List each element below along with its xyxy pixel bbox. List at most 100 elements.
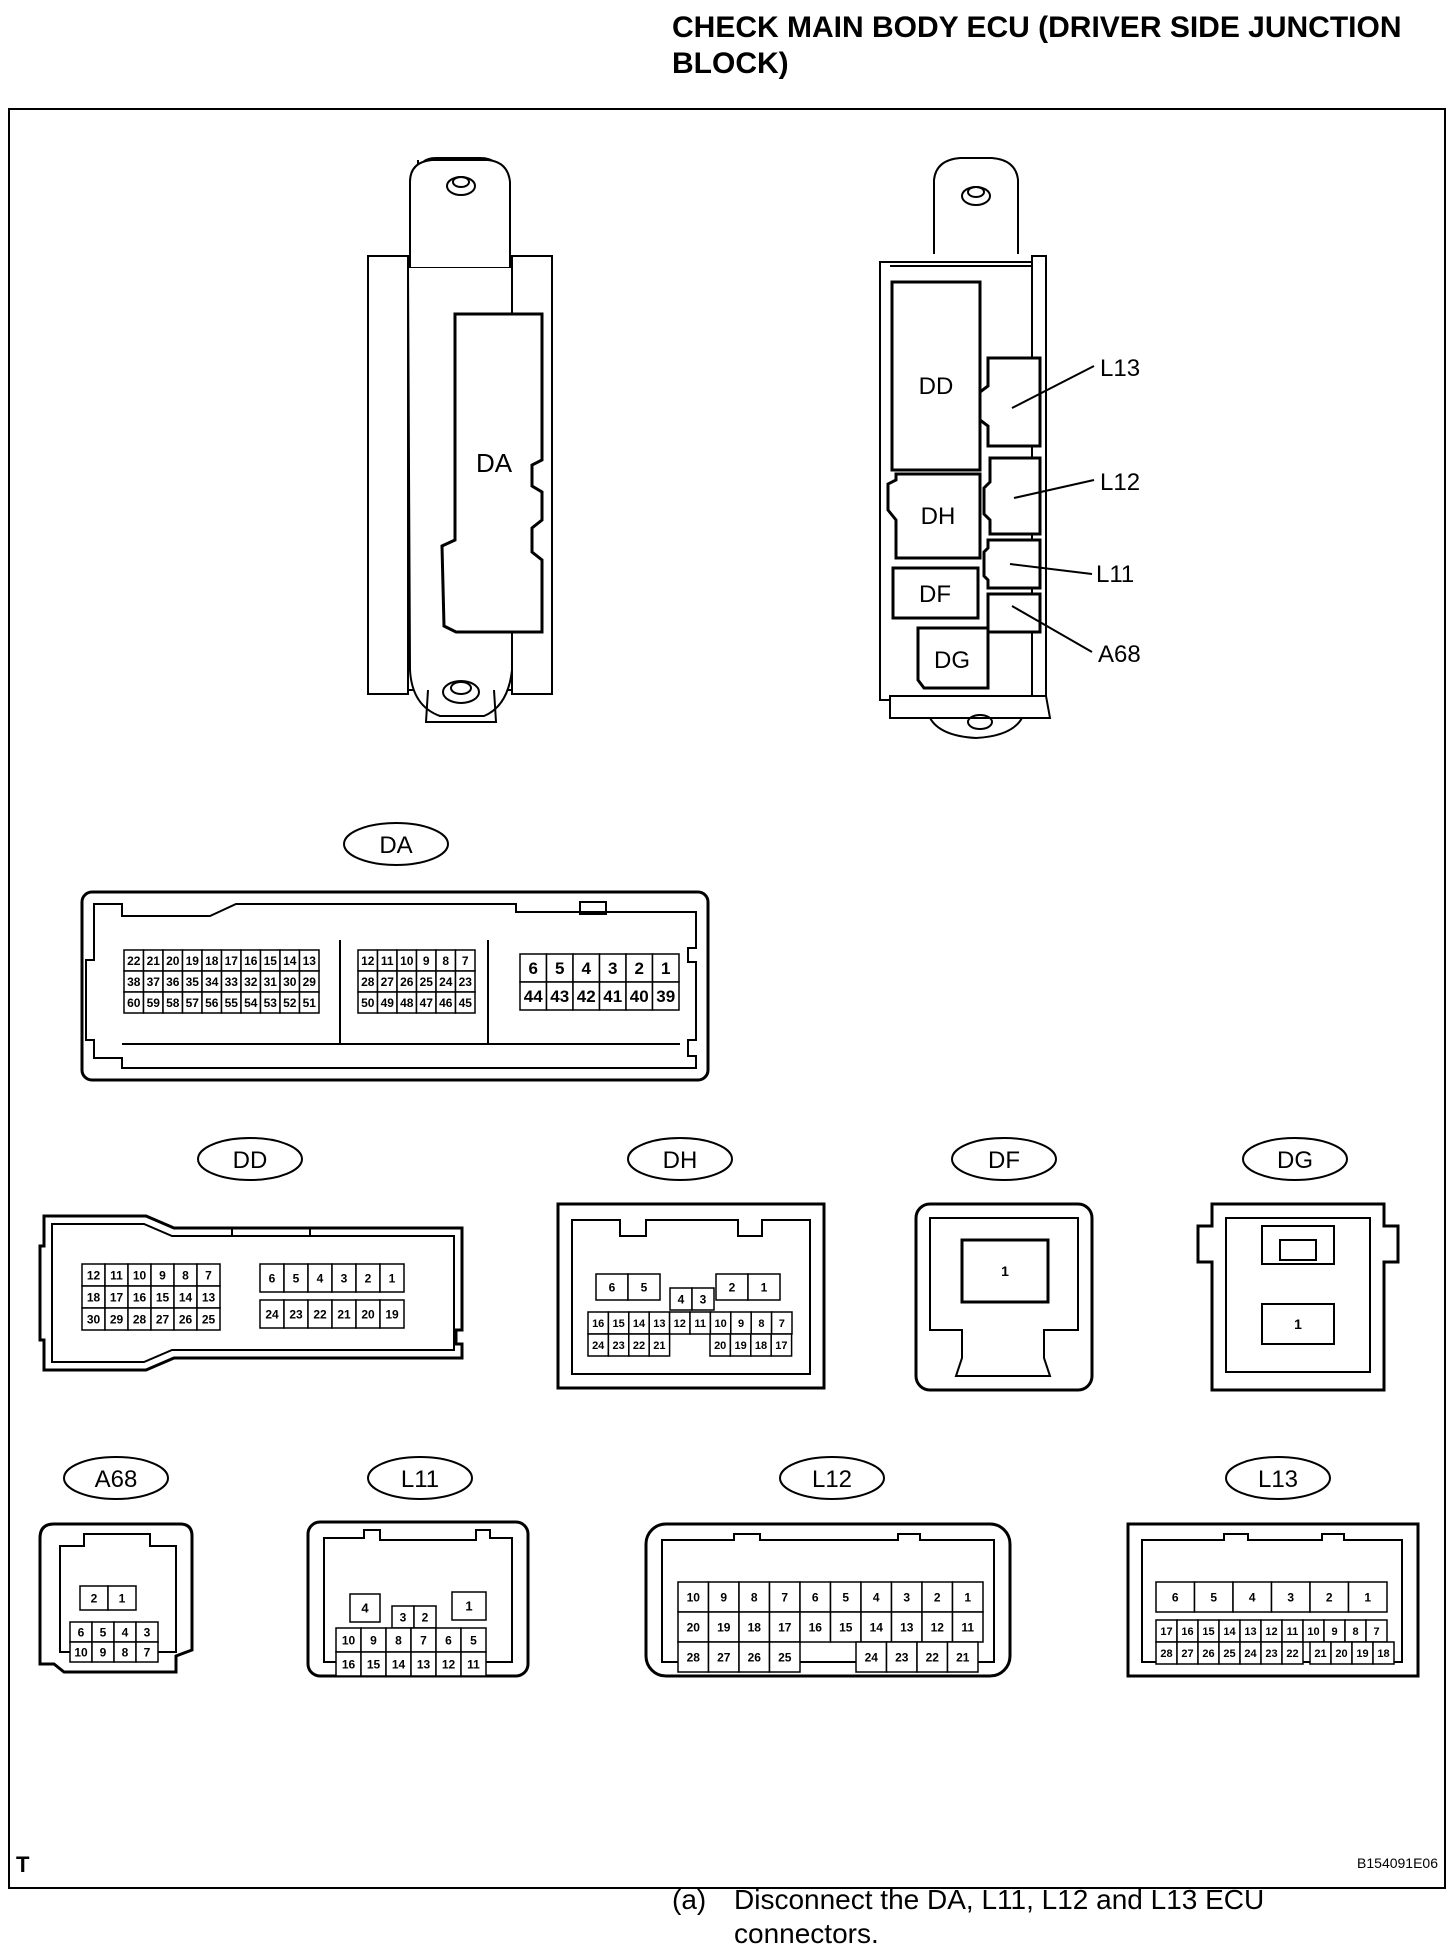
l11-pin-label: 3 [400, 1610, 407, 1624]
l13-pin-label: 26 [1202, 1648, 1214, 1660]
da-pin-label: 29 [303, 975, 317, 989]
dd-cell [379, 1299, 405, 1329]
da-pin-label: 37 [147, 975, 161, 989]
da-pin-label: 5 [555, 959, 564, 978]
l11-pin-label: 12 [442, 1657, 456, 1671]
dd-cell [259, 1299, 285, 1329]
l13-pin-label: 18 [1377, 1648, 1389, 1660]
connector-name-dd: DD [233, 1147, 268, 1174]
l12-cell [890, 1611, 923, 1643]
da-pin-label: 26 [400, 975, 414, 989]
l13-pin-label: 14 [1223, 1626, 1236, 1638]
da-pin-label: 21 [147, 954, 161, 968]
l12-cell [951, 1611, 984, 1643]
l11-pin-label: 8 [395, 1633, 402, 1647]
l12-pin-label: 11 [961, 1620, 974, 1634]
dd-pin-label: 12 [87, 1268, 101, 1282]
l12-cell [707, 1641, 740, 1673]
l12-cell [860, 1611, 893, 1643]
l12-cell [677, 1641, 710, 1673]
l11-cell [435, 1627, 462, 1653]
l11-pin-label: 14 [392, 1657, 406, 1671]
l13-pin-label: 19 [1356, 1648, 1368, 1660]
page-title: CHECK MAIN BODY ECU (DRIVER SIDE JUNCTIO… [672, 11, 1402, 80]
a68-pin-label: 5 [100, 1625, 107, 1639]
l11-cell [460, 1651, 487, 1677]
da-pin-label: 31 [264, 975, 278, 989]
da-pin-label: 59 [147, 996, 161, 1010]
l12-pin-label: 26 [748, 1650, 762, 1664]
connector-name-da: DA [379, 832, 412, 859]
l12-pin-label: 1 [964, 1590, 971, 1604]
l13-cell [1232, 1581, 1273, 1613]
callout-l12: L12 [1100, 469, 1140, 496]
module-a68 [986, 592, 1042, 634]
dh-cell [648, 1333, 671, 1357]
callout-l13: L13 [1100, 355, 1140, 382]
da-pin-label: 57 [186, 996, 200, 1010]
l11-pin-label: 11 [467, 1657, 480, 1671]
da-pin-label: 53 [264, 996, 278, 1010]
dd-cell [379, 1263, 405, 1293]
dd-pin-label: 23 [289, 1307, 303, 1321]
l12-cell [677, 1611, 710, 1643]
l13-cell [1372, 1641, 1395, 1665]
da-pin-label: 3 [608, 959, 617, 978]
connector-df-housing [914, 1202, 1094, 1392]
dd-pin-label: 5 [293, 1271, 300, 1285]
dh-pin-label: 18 [755, 1340, 767, 1352]
connector-name-l12: L12 [812, 1466, 852, 1493]
dh-pin-label: 21 [653, 1340, 665, 1352]
dd-cell [283, 1263, 309, 1293]
a68-cell [135, 1641, 159, 1663]
da-pin-label: 4 [582, 959, 592, 978]
step-text: Disconnect the DA, L11, L12 and L13 ECU … [734, 1884, 1265, 1949]
l12-pin-label: 3 [903, 1590, 910, 1604]
dh-pin-label: 17 [775, 1340, 787, 1352]
l11-pin-label: 1 [465, 1599, 472, 1614]
module-dh [886, 472, 982, 560]
l13-pin-label: 16 [1181, 1626, 1193, 1638]
l13-pin-label: 28 [1160, 1648, 1172, 1660]
da-pin-label: 6 [529, 959, 538, 978]
da-pin-label: 40 [630, 987, 649, 1006]
da-block-label: DA [476, 448, 513, 478]
dd-pin-label: 6 [269, 1271, 276, 1285]
da-pin-label: 52 [283, 996, 297, 1010]
dh-pin-label: 15 [612, 1318, 624, 1330]
l13-pin-label: 22 [1286, 1648, 1298, 1660]
l13-cell [1281, 1641, 1304, 1665]
da-cell [545, 981, 574, 1011]
l12-cell [799, 1611, 832, 1643]
l12-cell [855, 1641, 888, 1673]
da-pin-label: 60 [127, 996, 141, 1010]
l13-pin-label: 4 [1249, 1590, 1256, 1604]
connector-name-dh: DH [663, 1147, 698, 1174]
l12-pin-label: 6 [812, 1590, 819, 1604]
da-cell [598, 981, 627, 1011]
dd-cell [355, 1299, 381, 1329]
l12-pin-label: 14 [870, 1620, 884, 1634]
df-pin-label: 1 [1001, 1263, 1009, 1279]
l11-cell [410, 1627, 437, 1653]
l12-pin-label: 17 [778, 1620, 792, 1634]
l12-cell [799, 1581, 832, 1613]
connector-name-df: DF [988, 1147, 1020, 1174]
l13-pin-label: 11 [1287, 1626, 1299, 1638]
a68-pin-label: 8 [122, 1645, 129, 1659]
connector-l13-housing [1126, 1522, 1420, 1678]
a68-pin-label: 6 [78, 1625, 85, 1639]
l12-pin-label: 18 [748, 1620, 762, 1634]
dd-pin-label: 26 [179, 1312, 193, 1326]
dh-cell [770, 1333, 793, 1357]
da-pin-label: 15 [264, 954, 278, 968]
l12-cell [707, 1581, 740, 1613]
da-cell [572, 953, 601, 983]
da-pin-label: 41 [603, 987, 622, 1006]
module-l12 [982, 456, 1042, 536]
da-pin-label: 13 [303, 954, 317, 968]
da-pin-label: 34 [205, 975, 219, 989]
l13-pin-label: 7 [1373, 1626, 1379, 1638]
